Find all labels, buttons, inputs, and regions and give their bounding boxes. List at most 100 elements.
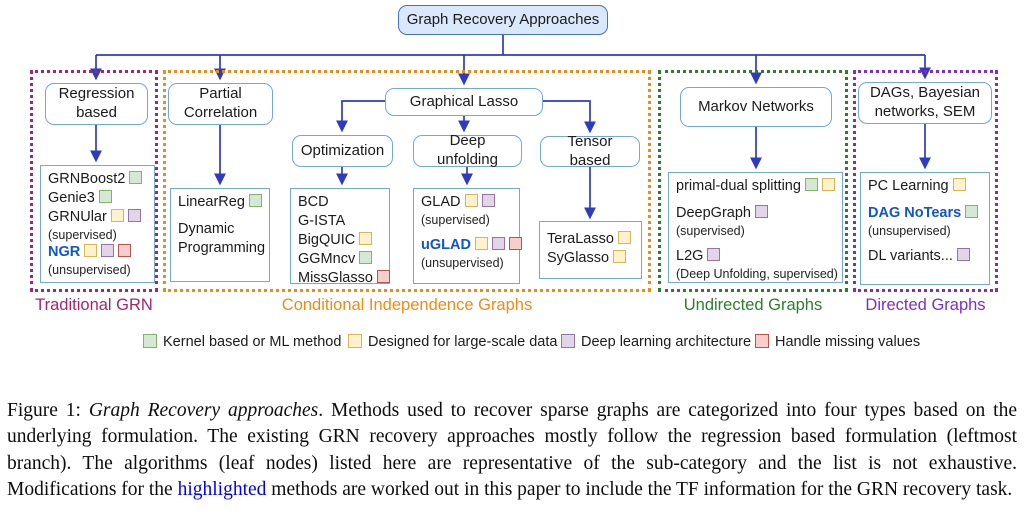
leaf-method: GLAD (421, 193, 512, 212)
yellow-square-icon (617, 231, 631, 244)
leaf-method-label: (supervised) (48, 228, 117, 242)
node-graphical-lasso: Graphical Lasso (385, 88, 543, 116)
group-border-traditional-grn (30, 70, 158, 292)
leaf-gap (421, 228, 512, 236)
group-label-directed-graphs: Directed Graphs (865, 296, 986, 314)
purple-square-icon (561, 334, 575, 348)
yellow-square-icon (474, 237, 488, 250)
leaf-method-label: (Deep Unfolding, supervised) (676, 267, 838, 281)
leaf-method: BigQUIC (298, 231, 382, 250)
group-border-undirected-graphs (658, 70, 848, 292)
leaf-method: GRNBoost2 (48, 170, 147, 189)
leaf-method: DeepGraph (676, 204, 835, 223)
leaf-note: (supervised) (421, 212, 512, 228)
node-graph-recovery-approaches: Graph Recovery Approaches (398, 5, 608, 35)
node-tensor-based: Tensor based (540, 133, 640, 169)
leaf-method-label: (unsupervised) (48, 263, 131, 277)
figure-caption: Figure 1: Graph Recovery approaches. Met… (0, 398, 1024, 504)
legend: Kernel based or ML method Designed for l… (0, 334, 1024, 354)
caption-highlighted-link[interactable]: highlighted (177, 479, 267, 500)
leaf-method: PC Learning (868, 177, 982, 196)
leaf-method-label: PC Learning (868, 178, 949, 194)
leaf-method-label: SyGlasso (547, 250, 610, 266)
caption-body-2: methods are worked out in this paper to … (266, 479, 1013, 500)
leaf-note: (supervised) (676, 223, 835, 239)
leaf-box-deep-unfolding: GLAD(supervised) uGLAD (unsupervised) (413, 188, 522, 284)
leaf-gap (676, 196, 835, 204)
leaf-note: (unsupervised) (48, 262, 147, 278)
leaf-method-label: (supervised) (421, 213, 490, 227)
legend-item-missing-values: Handle missing values (755, 334, 920, 350)
leaf-method-label: LinearReg (178, 194, 245, 210)
legend-item-kernel-ml: Kernel based or ML method (143, 334, 341, 350)
group-label-traditional-grn: Traditional GRN (35, 296, 153, 314)
red-square-icon (508, 237, 522, 250)
graph-recovery-diagram: Graph Recovery Approaches Regression bas… (0, 5, 1024, 354)
leaf-method: Programming (178, 239, 265, 258)
purple-square-icon (481, 194, 495, 207)
green-square-icon (965, 205, 979, 218)
leaf-method: SyGlasso (547, 249, 634, 268)
leaf-gap (676, 239, 835, 247)
leaf-method: uGLAD (421, 236, 522, 255)
leaf-method: primal-dual splitting (676, 177, 835, 196)
yellow-square-icon (464, 194, 478, 207)
caption-body-1: . Methods used to recover sparse graphs … (7, 399, 1017, 501)
red-square-icon (118, 244, 132, 257)
legend-label: Designed for large-scale data (368, 334, 558, 350)
yellow-square-icon (613, 250, 627, 263)
leaf-gap (868, 196, 982, 204)
leaf-method-label: (unsupervised) (868, 224, 951, 238)
legend-item-large-scale: Designed for large-scale data (348, 334, 557, 350)
leaf-method-label: Dynamic (178, 221, 235, 237)
leaf-method: L2G (676, 247, 835, 266)
leaf-method: G-ISTA (298, 212, 382, 231)
leaf-method-label: GRNBoost2 (48, 171, 126, 187)
group-label-conditional-independence: Conditional Independence Graphs (281, 296, 533, 314)
yellow-square-icon (359, 232, 373, 245)
leaf-method-label: (supervised) (676, 224, 745, 238)
leaf-method-label: TeraLasso (547, 231, 614, 247)
node-dags-bayesian-sem: DAGs, Bayesian networks, SEM (858, 82, 992, 124)
leaf-gap (868, 239, 982, 247)
leaf-method-label: GRNUlar (48, 209, 107, 225)
green-square-icon (804, 178, 818, 191)
legend-label: Kernel based or ML method (163, 334, 342, 350)
caption-prefix: Figure 1: (7, 399, 89, 421)
purple-square-icon (491, 237, 505, 250)
leaf-method: NGR (48, 243, 147, 262)
node-partial-correlation: Partial Correlation (168, 83, 273, 125)
leaf-method: BCD (298, 193, 382, 212)
purple-square-icon (956, 248, 970, 261)
purple-square-icon (127, 209, 141, 222)
leaf-method-label: uGLAD (421, 237, 471, 253)
caption-figure-title: Graph Recovery approaches (88, 399, 319, 421)
node-regression-based: Regression based (45, 83, 148, 125)
leaf-note: (unsupervised) (868, 223, 982, 239)
leaf-method: LinearReg (178, 193, 262, 212)
purple-square-icon (754, 205, 768, 218)
leaf-method-label: GGMncv (298, 251, 356, 267)
yellow-square-icon (348, 334, 362, 348)
red-square-icon (755, 334, 769, 348)
green-square-icon (129, 171, 143, 184)
group-border-directed-graphs (853, 70, 998, 292)
leaf-method-label: primal-dual splitting (676, 178, 801, 194)
leaf-method-label: (unsupervised) (421, 256, 504, 270)
leaf-method: TeraLasso (547, 230, 634, 249)
legend-item-deep-learning: Deep learning architecture (561, 334, 751, 350)
leaf-note: (unsupervised) (421, 255, 512, 271)
node-markov-networks: Markov Networks (680, 87, 832, 127)
leaf-note: (supervised) (48, 227, 147, 243)
yellow-square-icon (821, 178, 835, 191)
leaf-method: DAG NoTears (868, 204, 982, 223)
legend-label: Deep learning architecture (581, 334, 752, 350)
leaf-method-label: BigQUIC (298, 232, 356, 248)
leaf-method: GGMncv (298, 250, 382, 269)
green-square-icon (143, 334, 157, 348)
leaf-method-label: NGR (48, 244, 81, 260)
